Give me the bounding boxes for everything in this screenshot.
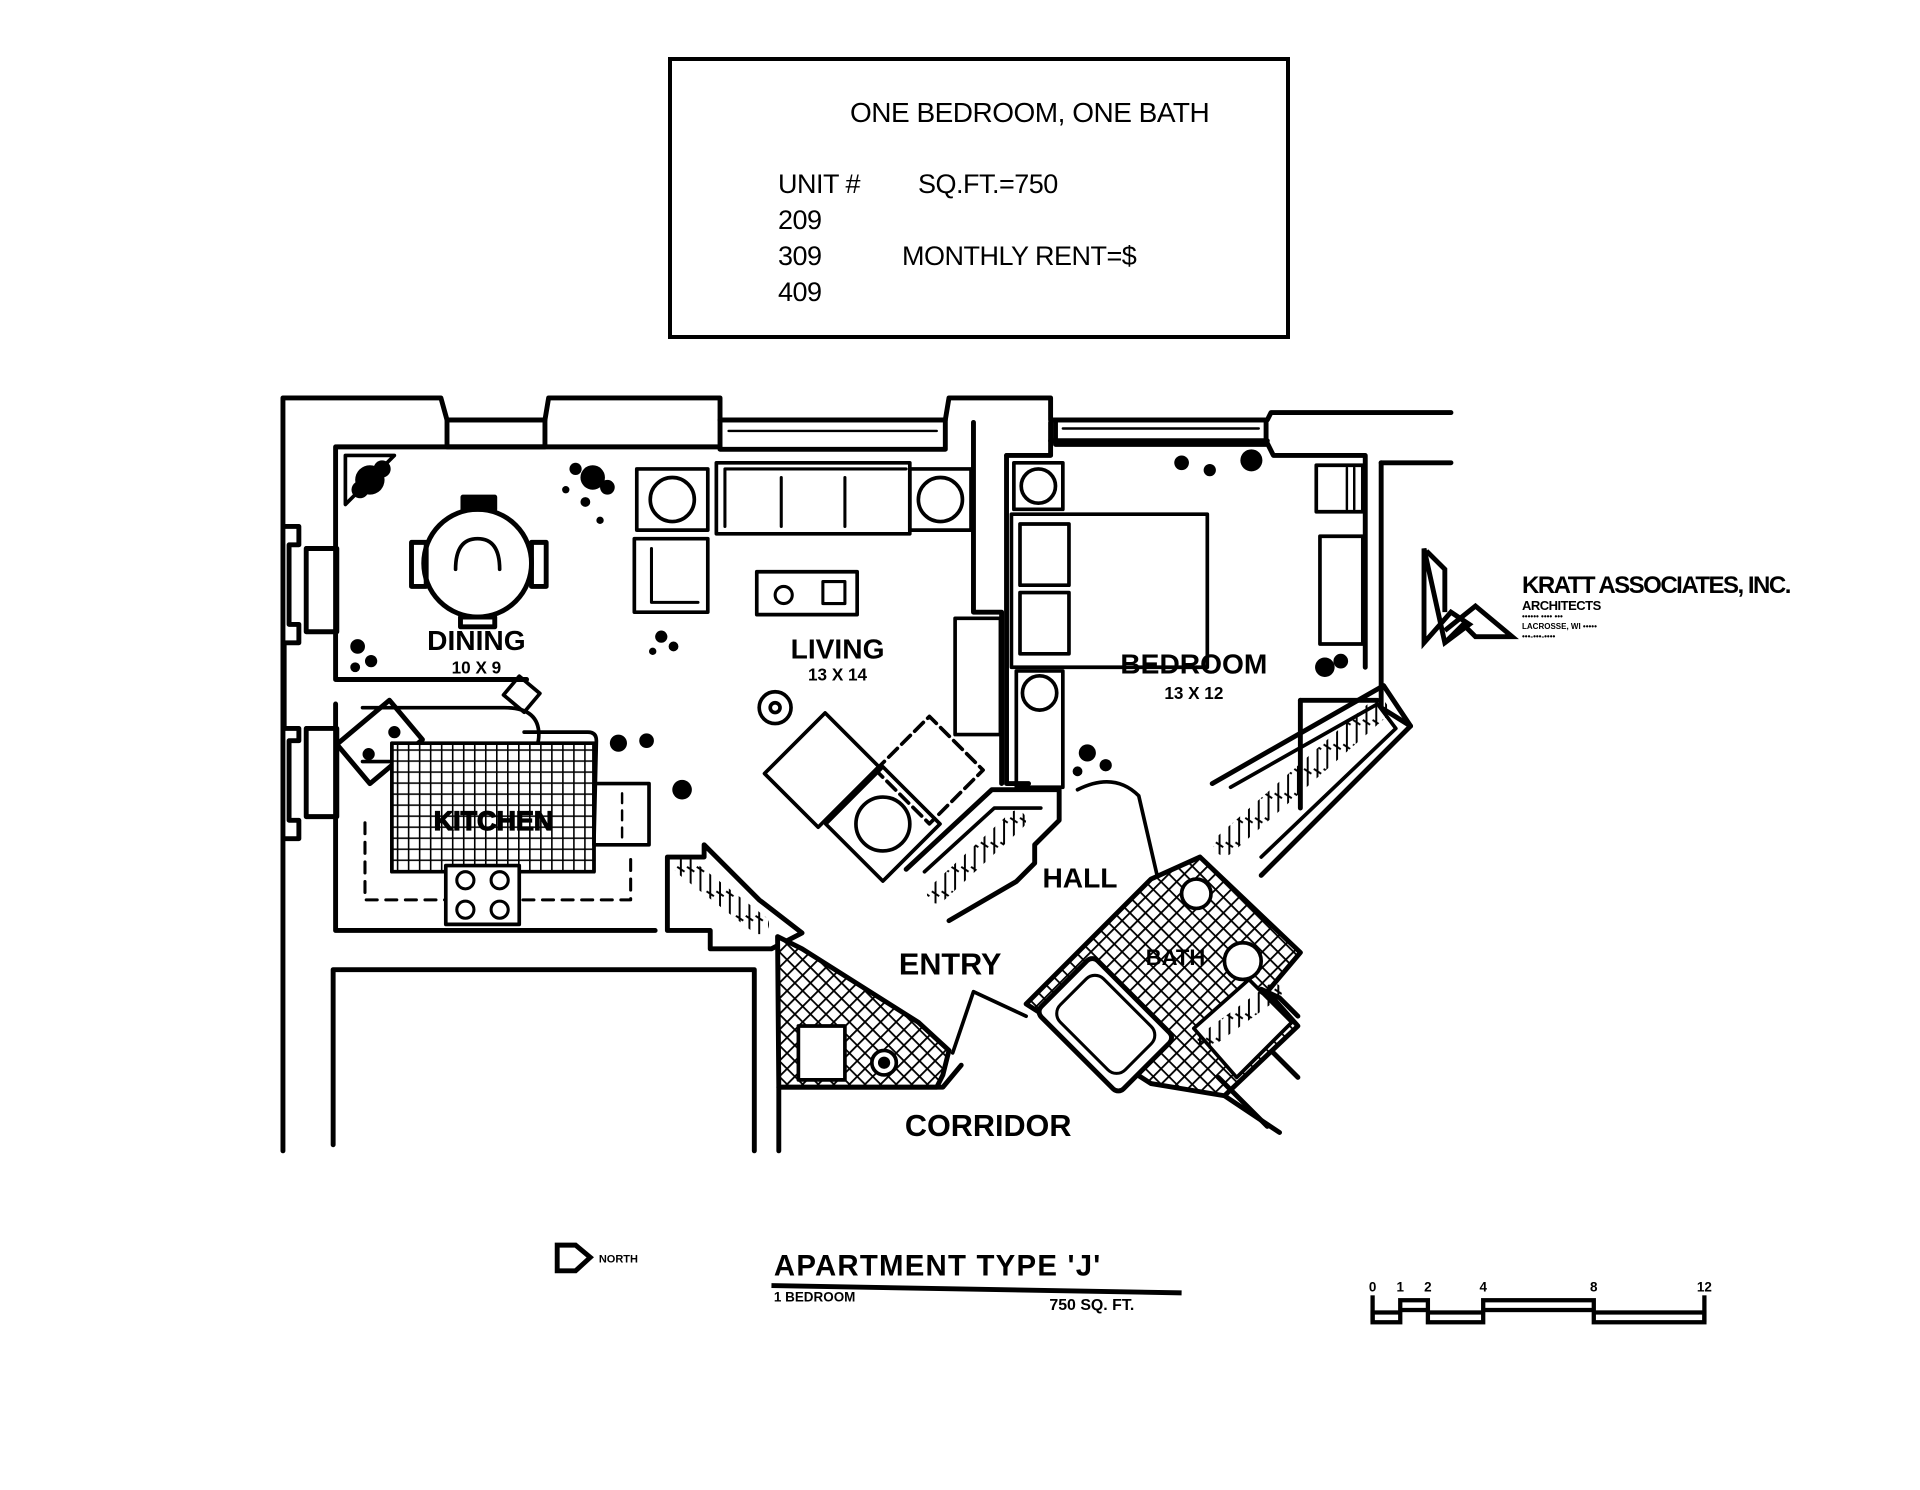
firm-address-2: LACROSSE, WI •••••: [1522, 622, 1597, 631]
kratt-logo-icon: [1421, 547, 1519, 650]
firm-name: KRATT ASSOCIATES, INC.: [1522, 572, 1791, 599]
bedroom-walls: [1053, 417, 1413, 811]
room-label-bedroom: BEDROOM: [1120, 648, 1267, 679]
monthly-rent: MONTHLY RENT=$: [902, 241, 1137, 271]
dining-side-window: [303, 546, 340, 635]
dining-window: [444, 417, 548, 450]
dining-room-walls: [303, 417, 723, 933]
scale-bar-segment: [1591, 1310, 1707, 1325]
scale-bar-tick-label: 12: [1697, 1280, 1712, 1295]
exterior-wall: [280, 395, 1454, 1154]
scale-bar-segment: [1425, 1310, 1486, 1325]
living-window: [717, 417, 948, 452]
square-footage: SQ.FT.=750: [918, 169, 1058, 199]
room-label-bath: BATH: [1146, 945, 1206, 970]
room-labels: DINING 10 X 9 LIVING 13 X 14 BEDROOM 13 …: [427, 625, 1267, 1143]
scale-bar-tick-label: 4: [1479, 1280, 1487, 1295]
unit-number: 309: [778, 241, 822, 271]
living-furniture: [632, 460, 1003, 883]
kitchen-floor-tile: [390, 741, 596, 874]
plan-title: APARTMENT TYPE 'J': [774, 1250, 1102, 1283]
north-label: NORTH: [599, 1253, 638, 1265]
room-label-kitchen: KITCHEN: [434, 806, 554, 836]
kitchen-window: [303, 726, 340, 820]
plants: [350, 449, 1349, 800]
firm-subtitle: ARCHITECTS: [1522, 598, 1601, 613]
closets: [664, 683, 1413, 952]
bedroom-furniture: [1009, 460, 1365, 790]
utility-closet: [775, 934, 952, 1090]
room-size-living: 13 X 14: [808, 665, 868, 685]
north-arrow-icon: [554, 1242, 594, 1274]
room-label-hall: HALL: [1042, 863, 1117, 894]
scale-bar-tick-label: 1: [1397, 1280, 1405, 1295]
bathroom: [1023, 854, 1303, 1129]
room-label-entry: ENTRY: [899, 948, 1002, 982]
unit-info-box: ONE BEDROOM, ONE BATH UNIT # SQ.FT.=750 …: [668, 57, 1290, 339]
corridor-walls: [330, 967, 1301, 1154]
room-label-living: LIVING: [791, 634, 885, 665]
unit-number: 209: [778, 205, 822, 235]
room-size-bedroom: 13 X 12: [1164, 683, 1223, 703]
firm-phone: •••-•••-••••: [1522, 632, 1556, 641]
room-label-dining: DINING: [427, 625, 526, 656]
doors: [950, 779, 1159, 1055]
firm-address-1: •••••• •••• •••: [1522, 612, 1563, 621]
partition-wall: [971, 419, 1270, 787]
unit-number: 409: [778, 277, 822, 307]
range: [443, 863, 522, 927]
scale-bar-segment: [1370, 1310, 1403, 1325]
kitchen: [334, 674, 651, 927]
architect-logo-text: KRATT ASSOCIATES, INC. ARCHITECTS ••••••…: [1522, 572, 1791, 642]
scale-bar-tick-label: 2: [1424, 1280, 1431, 1295]
room-label-corridor: CORRIDOR: [905, 1109, 1072, 1143]
dining-table: [409, 494, 549, 630]
plan-subtitle-bedrooms: 1 BEDROOM: [774, 1289, 855, 1304]
scale-bar-tick-label: 0: [1369, 1280, 1376, 1295]
plan-subtitle-area: 750 SQ. FT.: [1049, 1297, 1134, 1314]
scale-bar-segment: [1481, 1298, 1596, 1313]
unit-number-label: UNIT #: [778, 169, 861, 199]
scale-bar-tick-label: 8: [1590, 1280, 1598, 1295]
title-underline: [771, 1283, 1182, 1296]
unit-type-title: ONE BEDROOM, ONE BATH: [850, 97, 1210, 128]
room-size-dining: 10 X 9: [452, 657, 502, 677]
bookcase: [953, 616, 1003, 737]
scale-bar-segment: [1398, 1298, 1431, 1313]
